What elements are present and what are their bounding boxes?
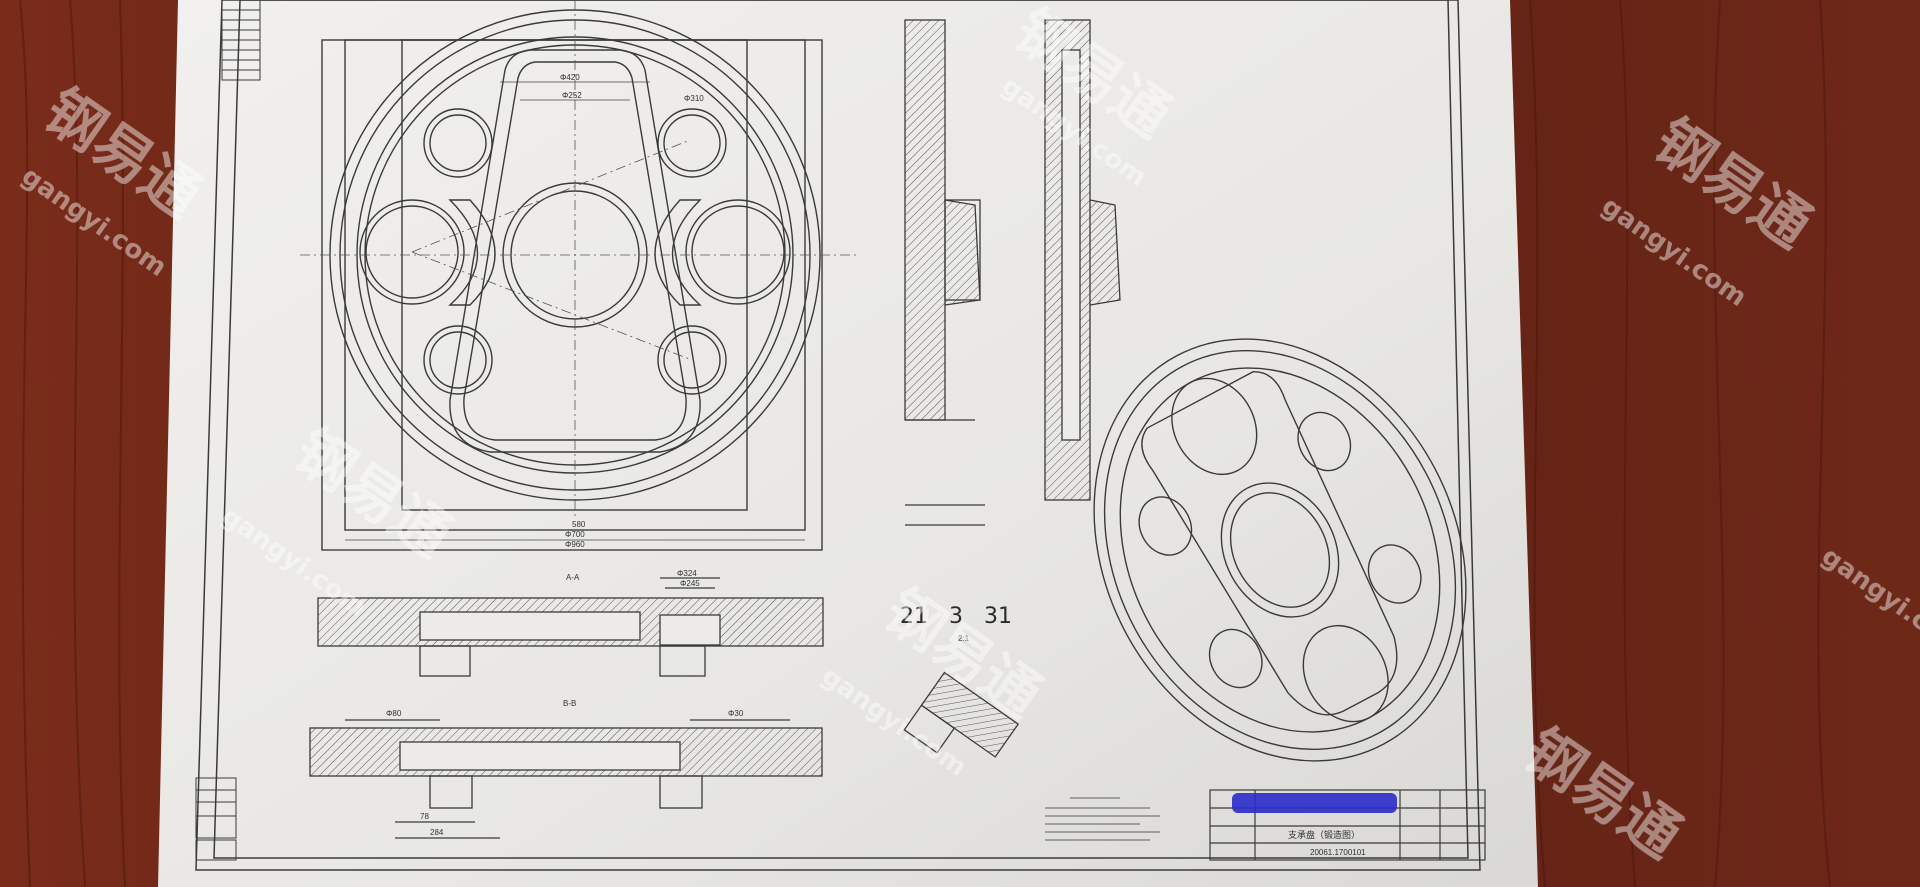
dim-sec-b-left: Φ80 [386,709,402,718]
dim-sec-a-right: Φ324 [677,569,697,578]
drawing-frame [195,0,1481,871]
dim-sec-b-right: Φ30 [728,709,744,718]
left-edge-ticks [222,9,260,71]
dim-sec-b-bottom: 78 [420,812,429,821]
dim-top-inner: 580 [572,520,586,529]
dim-top-overall: Φ960 [565,540,585,549]
redaction-bar [1232,793,1397,813]
detail-label: 2:1 [958,634,970,643]
title-drawing-number: 20061.1700101 [1310,848,1366,857]
handwritten-note: 21 3 31 [900,604,1012,629]
section-b-label: B-B [563,699,576,708]
title-part-name: 支承盘（锻造图） [1288,829,1360,841]
revision-block [195,777,237,861]
paper-sheet [158,0,1538,887]
tech-notes [1045,797,1160,841]
dim-sec-a-right2: Φ245 [680,579,700,588]
dim-sec-b-bottom2: 284 [430,828,444,837]
dim-hub: Φ252 [562,91,582,100]
section-a-label: A-A [566,573,580,582]
wood-grain [19,0,1831,887]
side-view-left [904,19,985,526]
side-view-right [1044,19,1121,501]
dim-hub-top: Φ420 [560,73,580,82]
detail-view [903,671,1020,758]
dim-top-mid: Φ700 [565,530,585,539]
plan-dim-lines [322,81,822,551]
dim-hole: Φ310 [684,94,704,103]
section-a [317,577,824,677]
section-b [309,719,823,839]
plan-centerlines [300,0,860,520]
iso-view [1093,338,1467,762]
